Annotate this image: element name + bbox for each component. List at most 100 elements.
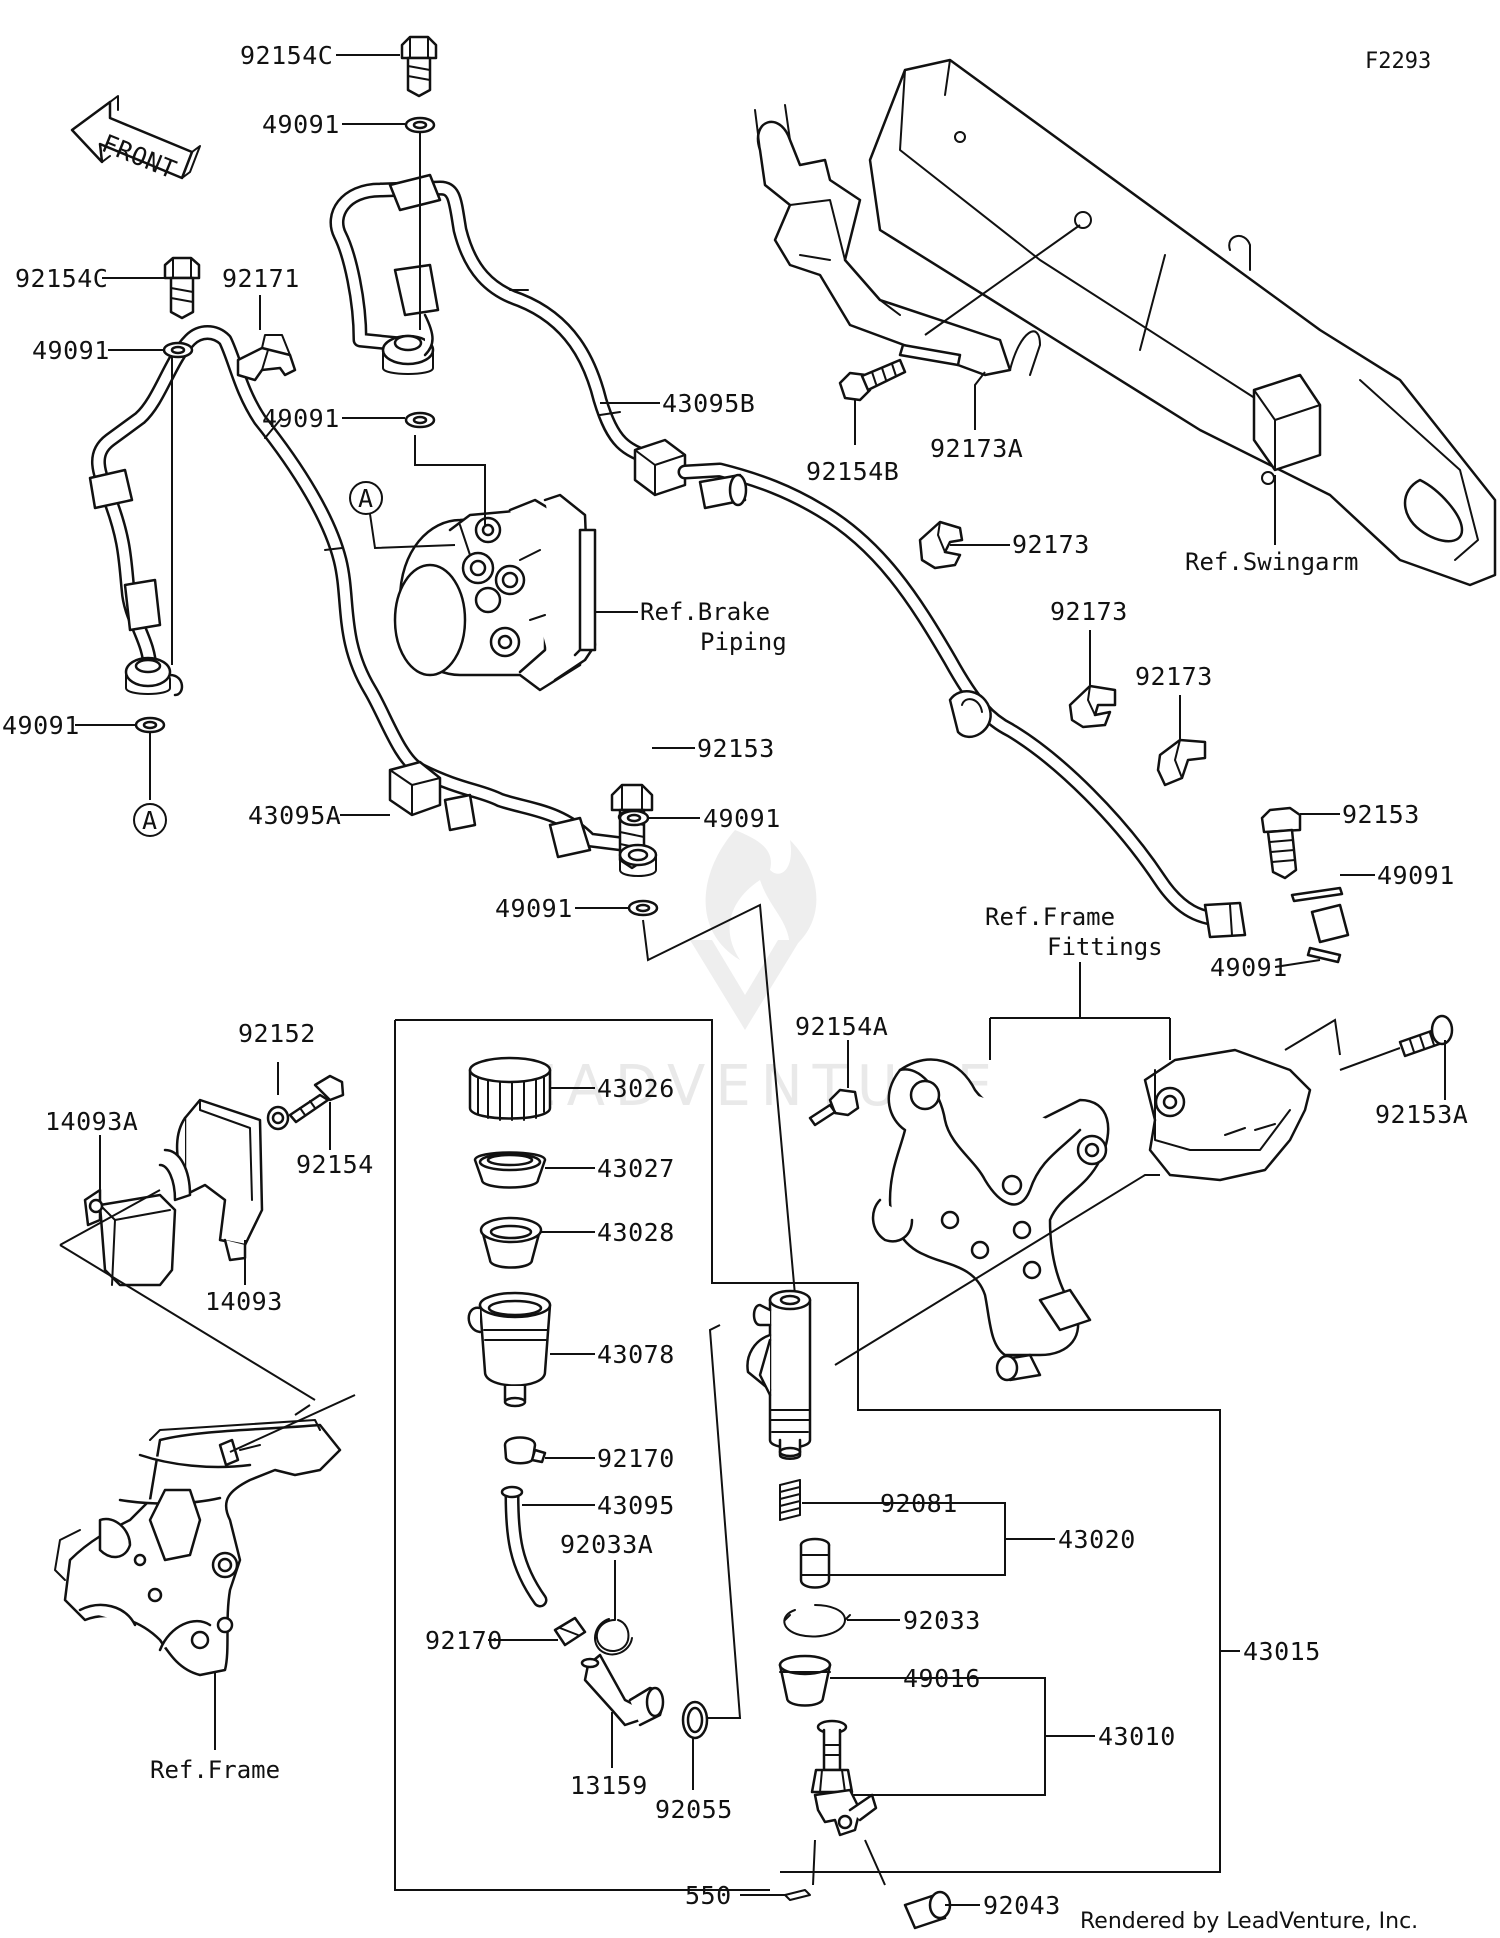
- hose-43095-icon: [500, 1485, 548, 1608]
- ref-frame-fittings-1: Ref.Frame: [985, 903, 1115, 931]
- push-rod-43010-icon: [810, 1719, 878, 1837]
- clamp-14093-illustration: [83, 1098, 264, 1287]
- screw-92154b-icon: [838, 358, 907, 402]
- hose-43095a-illustration: [88, 325, 638, 859]
- label-92154c-left[interactable]: 92154C: [15, 264, 108, 293]
- piston-43020-icon: [799, 1537, 831, 1589]
- label-92152[interactable]: 92152: [238, 1019, 316, 1048]
- diagram-code: F2293: [1365, 49, 1431, 74]
- footpeg-bracket-illustration: [871, 1058, 1110, 1382]
- washer-hole-4-icon: [412, 415, 428, 425]
- callout-a-label-1: A: [358, 484, 374, 513]
- label-49016[interactable]: 49016: [903, 1664, 981, 1693]
- washer-hole-5-icon: [170, 345, 186, 355]
- label-43095b[interactable]: 43095B: [662, 389, 755, 418]
- label-92154b[interactable]: 92154B: [806, 457, 899, 486]
- label-92173-2[interactable]: 92173: [1050, 597, 1128, 626]
- screw-92154-icon: [266, 1074, 345, 1131]
- cotter-pin-550-icon: [784, 1889, 811, 1901]
- label-43015[interactable]: 43015: [1243, 1637, 1321, 1666]
- label-92043[interactable]: 92043: [983, 1891, 1061, 1920]
- banjo-eye-center-icon: [618, 843, 658, 877]
- circlip-92033-icon: [783, 1604, 851, 1638]
- ref-frame: Ref.Frame: [150, 1756, 280, 1784]
- label-92033a[interactable]: 92033A: [560, 1530, 653, 1559]
- plate-43027-icon: [473, 1151, 547, 1189]
- banjo-eye-right-icon: [1310, 903, 1350, 944]
- swingarm-illustration: [754, 58, 1497, 587]
- callout-a-icon: A: [349, 481, 456, 550]
- label-43028[interactable]: 43028: [597, 1218, 675, 1247]
- callout-a-icon-2: A: [133, 803, 167, 837]
- label-49091-left1[interactable]: 49091: [32, 336, 110, 365]
- label-43095[interactable]: 43095: [597, 1491, 675, 1520]
- label-14093a[interactable]: 14093A: [45, 1107, 138, 1136]
- label-49091-c2[interactable]: 49091: [495, 894, 573, 923]
- label-13159[interactable]: 13159: [570, 1771, 648, 1800]
- front-arrow-icon: FRONT: [70, 95, 201, 185]
- label-92171[interactable]: 92171: [222, 264, 300, 293]
- clip-92173-3-icon: [1156, 738, 1207, 787]
- cap-43026-icon: [468, 1056, 552, 1121]
- clip-92173-1-icon: [918, 520, 964, 570]
- washer-49091-r2-icon: [1306, 946, 1342, 964]
- label-14093[interactable]: 14093: [205, 1287, 283, 1316]
- clamp-92171-icon: [236, 334, 297, 382]
- diaphragm-43028-icon: [479, 1216, 543, 1269]
- label-92153-center[interactable]: 92153: [697, 734, 775, 763]
- label-92173-1[interactable]: 92173: [1012, 530, 1090, 559]
- label-92081[interactable]: 92081: [880, 1489, 958, 1518]
- label-92153a[interactable]: 92153A: [1375, 1100, 1468, 1129]
- banjo-bolt-92154c-left-icon: [163, 256, 201, 320]
- ref-brake-piping-2: Piping: [700, 628, 787, 656]
- footer-credit: Rendered by LeadVenture, Inc.: [1080, 1909, 1418, 1934]
- label-550[interactable]: 550: [685, 1881, 732, 1910]
- abs-unit-illustration: [393, 493, 597, 692]
- label-92154[interactable]: 92154: [296, 1150, 374, 1179]
- label-43027[interactable]: 43027: [597, 1154, 675, 1183]
- washer-49091-r1-icon: [1290, 886, 1344, 903]
- reservoir-43078-icon: [467, 1291, 552, 1408]
- hose-43095b-illustration: [329, 173, 1247, 939]
- fitting-13159-icon: [580, 1653, 665, 1727]
- ref-frame-fittings-2: Fittings: [1047, 933, 1163, 961]
- frame-illustration: [54, 1419, 342, 1677]
- label-92033[interactable]: 92033: [903, 1606, 981, 1635]
- label-92154c-top[interactable]: 92154C: [240, 41, 333, 70]
- label-49091-mid[interactable]: 49091: [262, 404, 340, 433]
- hose-clamp-92170-2-icon: [553, 1616, 587, 1647]
- label-43020[interactable]: 43020: [1058, 1525, 1136, 1554]
- label-49091-left2[interactable]: 49091: [2, 711, 80, 740]
- label-43026[interactable]: 43026: [597, 1074, 675, 1103]
- label-92153-right[interactable]: 92153: [1342, 800, 1420, 829]
- label-92170-2[interactable]: 92170: [425, 1626, 503, 1655]
- washer-hole-6-icon: [142, 720, 158, 730]
- callout-a-label-2: A: [142, 806, 158, 835]
- banjo-bolt-92153-right-icon: [1260, 806, 1302, 880]
- ref-swingarm: Ref.Swingarm: [1185, 548, 1358, 576]
- label-92173-3[interactable]: 92173: [1135, 662, 1213, 691]
- label-43078[interactable]: 43078: [597, 1340, 675, 1369]
- master-cylinder-icon: [746, 1289, 812, 1460]
- label-49091-r2[interactable]: 49091: [1210, 953, 1288, 982]
- hose-clamp-92170-1-icon: [503, 1436, 547, 1465]
- label-92154a[interactable]: 92154A: [795, 1012, 888, 1041]
- washer-hole-2-icon: [635, 903, 651, 913]
- banjo-bolt-92154c-top-icon: [400, 35, 438, 98]
- circlip-92033a-icon: [594, 1618, 633, 1656]
- washer-hole-3-icon: [412, 120, 428, 130]
- label-49091-top1[interactable]: 49091: [262, 110, 340, 139]
- washer-hole-icon: [626, 813, 642, 823]
- label-43010[interactable]: 43010: [1098, 1722, 1176, 1751]
- label-92055[interactable]: 92055: [655, 1795, 733, 1824]
- label-92170-1[interactable]: 92170: [597, 1444, 675, 1473]
- spring-92081-icon: [779, 1479, 801, 1521]
- label-43095a[interactable]: 43095A: [248, 801, 341, 830]
- ref-brake-piping-1: Ref.Brake: [640, 598, 770, 626]
- label-49091-c1[interactable]: 49091: [703, 804, 781, 833]
- frame-fittings-illustration: [1143, 1014, 1454, 1182]
- label-49091-r1[interactable]: 49091: [1377, 861, 1455, 890]
- label-92173a[interactable]: 92173A: [930, 434, 1023, 463]
- o-ring-92055-icon: [681, 1700, 709, 1740]
